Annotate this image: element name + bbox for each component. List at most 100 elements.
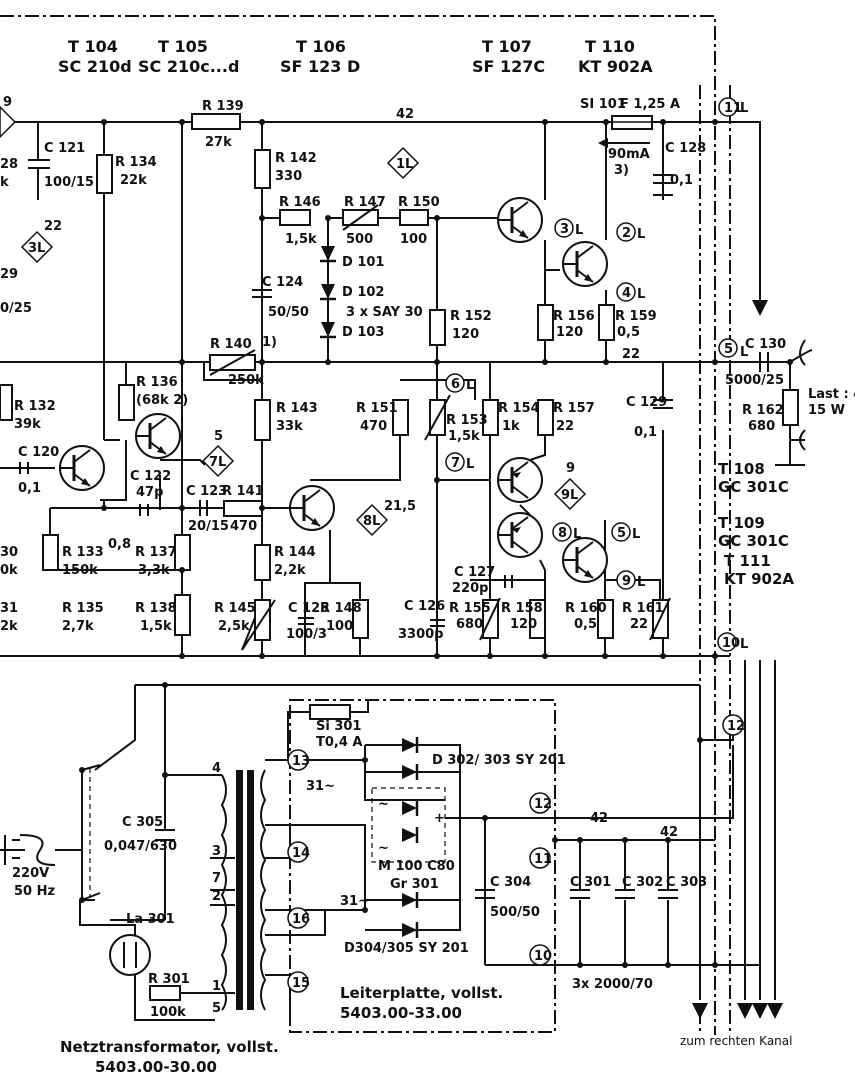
r162-value: 680 [748,419,775,434]
mains-plug [4,834,56,866]
voltage-21-5: 21,5 [384,499,416,514]
c121-label: C 121 [44,141,85,156]
r156-value: 120 [556,325,583,340]
r139-value: 27k [205,135,232,150]
tp-7l-text: 7L [209,455,226,470]
mains-switch [79,764,101,903]
svg-text:L: L [637,575,645,590]
voltage-42-bus2: 42 [660,825,678,840]
d103-label: D 103 [342,325,384,340]
voltage-22: 22 [622,347,640,362]
r160-value: 0,5 [574,617,597,632]
c123-label: C 123 [186,484,227,499]
la301-label: La 301 [126,912,175,927]
svg-text:5: 5 [617,526,626,541]
c129-value: 0,1 [634,425,657,440]
load-value: 15 W [808,403,845,418]
amp-capacitors [19,159,769,627]
bridge-name: M 100 C80 [378,859,455,874]
r161-label: R 161 [622,601,664,616]
t105-type: SC 210c...d [138,57,239,76]
c304-label: C 304 [490,875,531,890]
r144-label: R 144 [274,545,316,560]
transformer-code: 5403.00-30.00 [95,1058,217,1076]
svg-text:L: L [740,637,748,652]
svg-text:8: 8 [558,526,567,541]
r145-value: 2,5k [218,619,250,634]
amp-resistors [0,113,799,651]
svg-text:L: L [466,457,474,472]
c129-label: C 129 [626,395,667,410]
c125-label: C 125 [288,601,329,616]
svg-text:3: 3 [560,222,569,237]
r143-value: 33k [276,419,303,434]
svg-text:15: 15 [292,976,310,991]
junction-dots [101,119,793,968]
c124-label: C 124 [262,275,303,290]
c120-label: C 120 [18,445,59,460]
svg-text:10: 10 [722,636,740,651]
t109-type: GC 301C [718,532,789,550]
right-transistor-list: T 108 GC 301C T 109 GC 301C T 111 KT 902… [718,460,794,588]
svg-text:12: 12 [727,719,745,734]
lamp-la301 [109,934,151,976]
r158-label: R 158 [501,601,543,616]
r143-label: R 143 [276,401,318,416]
c127-value: 220p [452,581,488,596]
r159-label: R 159 [615,309,657,324]
r141-label: R 141 [222,484,264,499]
voltage-31-bottom: 31~ [340,894,369,909]
r138-label: R 138 [135,601,177,616]
c303-label: C 303 [666,875,707,890]
svg-text:0k: 0k [0,563,18,578]
si301-label: Si 301 [316,719,361,734]
r153-label: R 153 [446,413,488,428]
d304-label: D304/305 SY 201 [344,941,469,956]
svg-text:1: 1 [212,979,221,994]
svg-text:2k: 2k [0,619,18,634]
d102-note: 3 x SAY 30 [346,305,423,320]
fuse-si301 [309,704,351,720]
bottom-titles: Netztransformator, vollst. 5403.00-30.00… [60,984,792,1076]
r140-label: R 140 [210,337,252,352]
svg-text:2: 2 [212,889,221,904]
r159-value: 0,5 [617,325,640,340]
svg-text:16: 16 [292,912,310,927]
note-3: 3) [614,163,629,178]
svg-text:L: L [637,227,645,242]
svg-text:4: 4 [212,761,221,776]
c302-label: C 302 [622,875,663,890]
svg-text:7: 7 [212,871,221,886]
t108-type: GC 301C [718,478,789,496]
svg-text:12: 12 [534,797,552,812]
svg-text:L: L [575,223,583,238]
c125-value: 100/3 [286,627,327,642]
transistor-headers: T 104 SC 210d T 105 SC 210c...d T 106 SF… [58,37,653,76]
r154-label: R 154 [498,401,540,416]
r148-label: R 148 [320,601,362,616]
t110-name: T 110 [585,37,635,56]
svg-text:0/25: 0/25 [0,301,32,316]
amp-labels: R 139 27k R 142 330 R 146 1,5k R 147 500… [14,97,855,642]
svg-text:L: L [740,101,748,116]
r152-label: R 152 [450,309,492,324]
d101-d103 [318,244,338,339]
r151-label: R 151 [356,401,398,416]
board-name: Leiterplatte, vollst. [340,984,503,1002]
r155-value: 680 [456,617,483,632]
tp-3l-text: 3L [28,241,45,256]
t105-name: T 105 [158,37,208,56]
svg-text:14: 14 [292,846,310,861]
c128-label: C 128 [665,141,706,156]
r144-value: 2,2k [274,563,306,578]
r155-label: R 155 [449,601,491,616]
bridge-ref: Gr 301 [390,877,439,892]
svg-text:31: 31 [0,601,18,616]
r137-label: R 137 [135,545,177,560]
c127-label: C 127 [454,565,495,580]
c301-label: C 301 [570,875,611,890]
c126-label: C 126 [404,599,445,614]
voltage-labels: 42 22 0,8 21,5 42 42 31~ 31~ 1L 3L 7L 8L… [3,95,678,909]
c126-value: 3300p [398,627,444,642]
tp-5-text: 5 [214,429,223,444]
